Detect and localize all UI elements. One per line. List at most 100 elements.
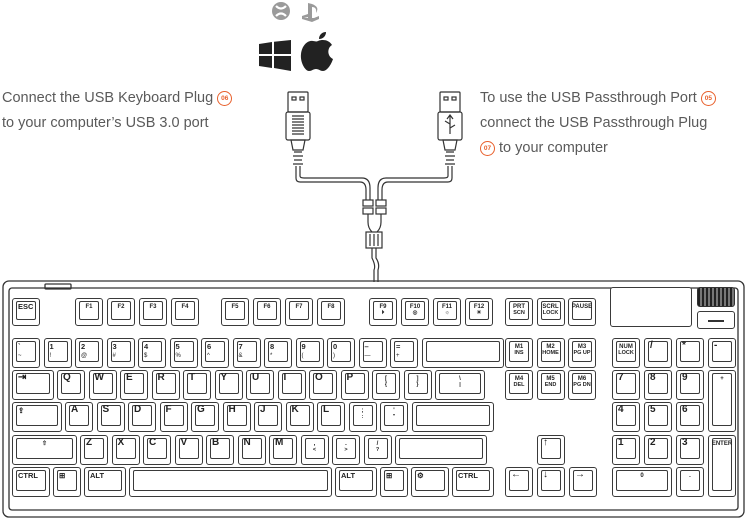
key-np-3[interactable]: 3 <box>676 435 704 465</box>
key-f12[interactable]: F12☀ <box>465 298 493 326</box>
key-p[interactable]: P <box>340 370 369 400</box>
key-zx-2[interactable]: /? <box>363 435 392 465</box>
key-f4[interactable]: F4 <box>171 298 199 326</box>
key-np-2[interactable]: 2 <box>644 435 672 465</box>
key-np-4[interactable]: 4 <box>612 402 640 432</box>
key-v[interactable]: V <box>174 435 203 465</box>
key-num-5[interactable]: 5% <box>169 338 198 368</box>
key-alt-right[interactable]: ALT <box>335 467 377 497</box>
key-np-dot[interactable]: . <box>676 467 704 497</box>
key-m[interactable]: M <box>269 435 297 465</box>
key-arrow-down[interactable]: ↓ <box>537 467 565 497</box>
key-f2[interactable]: F2 <box>107 298 135 326</box>
key-zx-0[interactable]: ,< <box>300 435 329 465</box>
key-num-12[interactable]: =+ <box>390 338 418 368</box>
key-f9[interactable]: F9⏵ <box>369 298 397 326</box>
key-x[interactable]: X <box>111 435 140 465</box>
key-ax-1[interactable]: '" <box>380 402 408 432</box>
key-win-right[interactable]: ⊞ <box>380 467 408 497</box>
key-f1[interactable]: F1 <box>75 298 103 326</box>
key-f6[interactable]: F6 <box>253 298 281 326</box>
key-num-1[interactable]: 1! <box>43 338 72 368</box>
key-qx-1[interactable]: ]} <box>403 370 432 400</box>
key-np-0[interactable]: 0 <box>612 467 672 497</box>
key-num-8[interactable]: 8* <box>264 338 292 368</box>
key-num-10[interactable]: 0) <box>327 338 355 368</box>
key-num-9[interactable]: 9( <box>295 338 324 368</box>
key-np-enter[interactable]: ENTER <box>708 435 736 497</box>
key-nav-top-2[interactable]: PAUSE <box>568 298 596 326</box>
key-w[interactable]: W <box>88 370 117 400</box>
key-d[interactable]: D <box>128 402 156 432</box>
key-num-4[interactable]: 4$ <box>138 338 166 368</box>
key-steelseries[interactable]: ⚙ <box>411 467 449 497</box>
key-arrow-right[interactable]: → <box>569 467 597 497</box>
key-np-minus[interactable]: - <box>708 338 736 368</box>
key-zx-1[interactable]: .> <box>332 435 360 465</box>
key-j[interactable]: J <box>254 402 282 432</box>
key-f11[interactable]: F11☼ <box>433 298 461 326</box>
key-r[interactable]: R <box>151 370 180 400</box>
key-b[interactable]: B <box>206 435 234 465</box>
key-o[interactable]: O <box>309 370 337 400</box>
key-shift-right[interactable] <box>395 435 487 465</box>
key-space[interactable] <box>129 467 332 497</box>
media-button[interactable] <box>697 311 735 329</box>
key-u[interactable]: U <box>246 370 274 400</box>
key-arrow-left[interactable]: ← <box>505 467 533 497</box>
key-a[interactable]: A <box>65 402 93 432</box>
key-num-6[interactable]: 6^ <box>201 338 229 368</box>
key-qx-0[interactable]: [{ <box>372 370 400 400</box>
key-f[interactable]: F <box>159 402 188 432</box>
key-np-star[interactable]: * <box>676 338 704 368</box>
key-h[interactable]: H <box>222 402 251 432</box>
key-g[interactable]: G <box>191 402 219 432</box>
key-f5[interactable]: F5 <box>221 298 249 326</box>
key-i[interactable]: I <box>277 370 306 400</box>
key-t[interactable]: T <box>183 370 211 400</box>
key-num-11[interactable]: –— <box>358 338 387 368</box>
key-np-5[interactable]: 5 <box>644 402 672 432</box>
key-ax-0[interactable]: ;: <box>348 402 377 432</box>
key-qx-2[interactable]: \| <box>435 370 485 400</box>
key-num-0[interactable]: `~ <box>12 338 40 368</box>
key-win-left[interactable]: ⊞ <box>53 467 81 497</box>
key-np-plus[interactable]: + <box>708 370 736 432</box>
key-esc[interactable]: ESC <box>12 298 40 326</box>
key-ctrl-right[interactable]: CTRL <box>452 467 494 497</box>
key-f7[interactable]: F7 <box>285 298 313 326</box>
key-f3[interactable]: F3 <box>139 298 167 326</box>
key-enter-main[interactable] <box>411 402 494 432</box>
key-s[interactable]: S <box>96 402 125 432</box>
key-y[interactable]: Y <box>214 370 243 400</box>
key-e[interactable]: E <box>120 370 148 400</box>
key-np-7[interactable]: 7 <box>612 370 640 400</box>
key-num-7[interactable]: 7& <box>232 338 261 368</box>
key-l[interactable]: L <box>317 402 345 432</box>
key-n[interactable]: N <box>237 435 266 465</box>
key-c[interactable]: C <box>143 435 171 465</box>
key-np-9[interactable]: 9 <box>676 370 704 400</box>
key-f8[interactable]: F8 <box>317 298 345 326</box>
key-tab[interactable]: ⇥ <box>12 370 54 400</box>
key-capslock[interactable]: ⇪ <box>12 402 62 432</box>
key-arrow-up[interactable]: ↑ <box>537 435 565 465</box>
key-shift-left[interactable]: ⇧ <box>12 435 77 465</box>
key-alt-left[interactable]: ALT <box>84 467 126 497</box>
key-k[interactable]: K <box>285 402 314 432</box>
key-z[interactable]: Z <box>80 435 108 465</box>
key-f10[interactable]: F10◎ <box>401 298 429 326</box>
key-np-6[interactable]: 6 <box>676 402 704 432</box>
key-q[interactable]: Q <box>57 370 85 400</box>
key-num-3[interactable]: 3# <box>106 338 135 368</box>
key-np-1[interactable]: 1 <box>612 435 640 465</box>
